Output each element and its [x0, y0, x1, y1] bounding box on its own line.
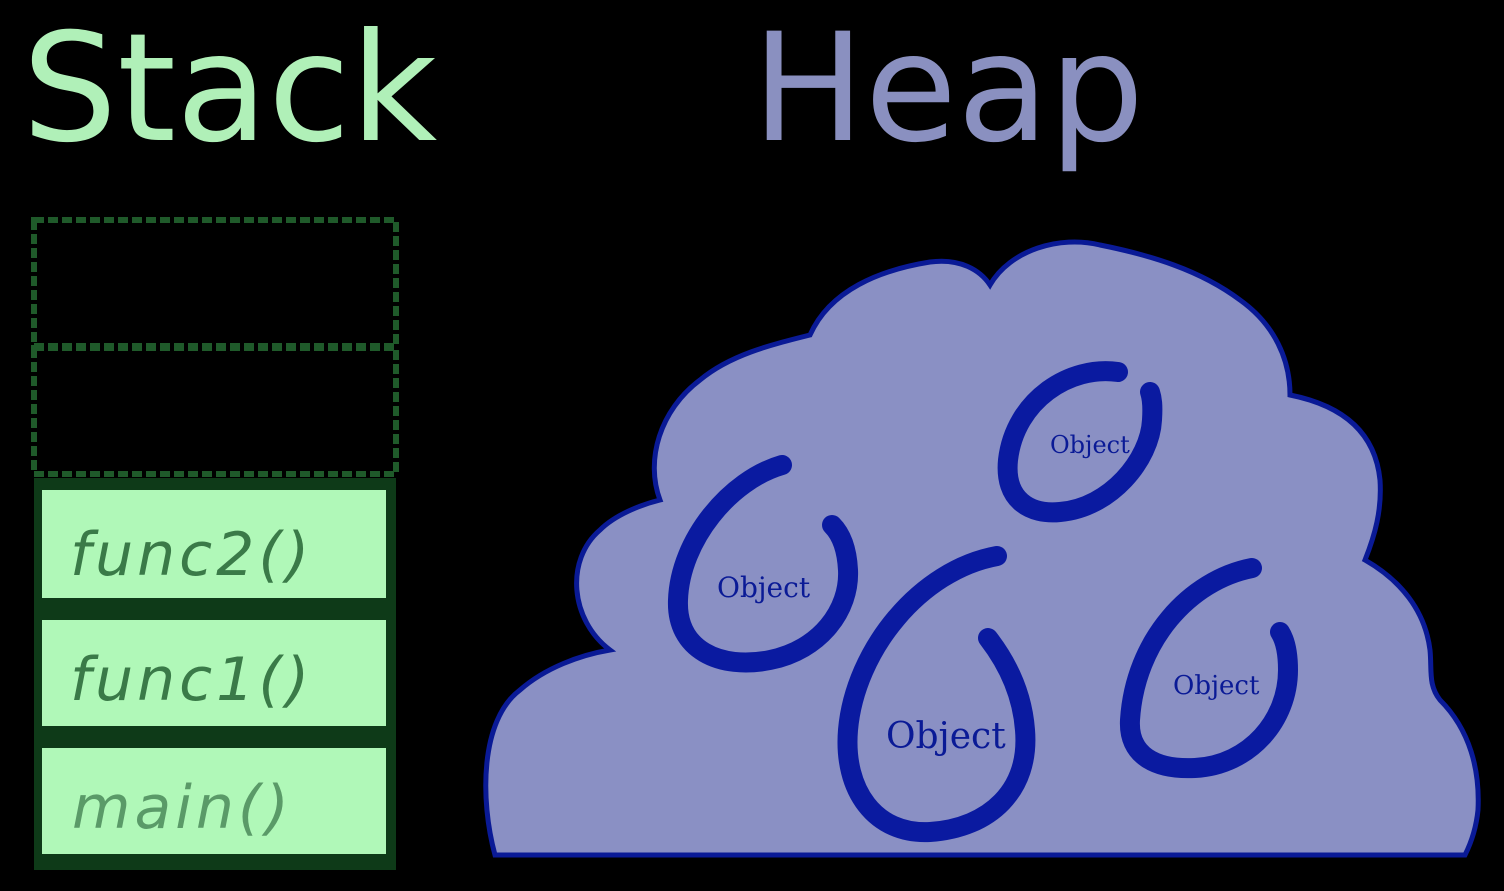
heap-region: Object Object Object Object: [483, 239, 1481, 858]
heap-object-2-loop: [997, 361, 1163, 523]
stack-frame-main-label: main(): [72, 773, 293, 843]
heap-title: Heap: [752, 2, 1144, 176]
stack-frame-func2: [42, 490, 386, 598]
heap-object-3-loop: [837, 546, 1036, 843]
heap-object-1-loop: [667, 455, 859, 673]
heap-object-1-label: Object: [717, 571, 811, 604]
heap-object-4-loop: [1119, 558, 1299, 779]
heap-object-3-label: Object: [886, 716, 1006, 757]
stack-title: Stack: [22, 2, 437, 176]
stack-frame-main: [42, 748, 386, 854]
stack-frame-empty-1: [31, 217, 399, 349]
heap-cloud: [483, 239, 1481, 858]
stack-column: func2() func1() main(): [31, 217, 399, 870]
heap-object-2-label: Object: [1050, 431, 1130, 459]
stack-frame-func1: [42, 620, 386, 726]
stack-frame-empty-2: [31, 345, 399, 477]
stack-frame-func1-label: func1(): [70, 645, 313, 715]
stack-frame-func2-label: func2(): [70, 520, 313, 590]
heap-object-4-label: Object: [1173, 671, 1260, 701]
